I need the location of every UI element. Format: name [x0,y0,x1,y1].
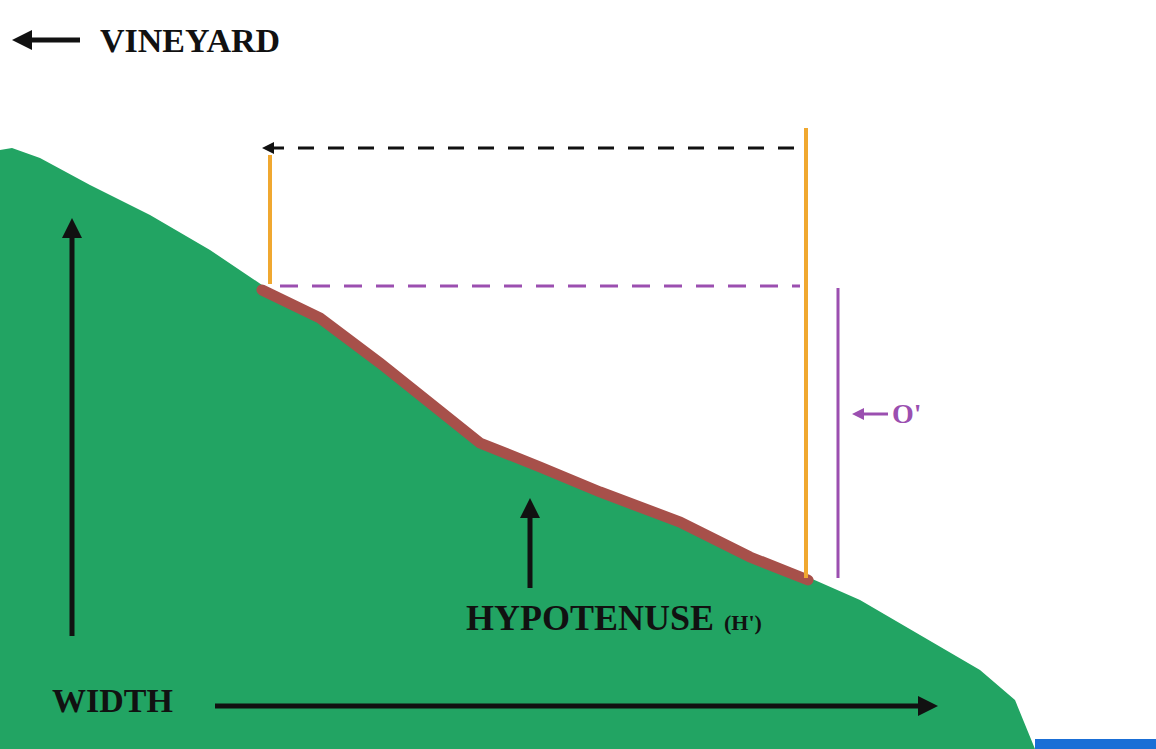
direction-arrow [22,38,80,43]
side-symbol: (H') [724,612,762,634]
dimension-label: WIDTH [52,684,173,718]
side-label: HYPOTENUSE [466,600,714,636]
opposite-bar [837,288,840,578]
pointer-arrow [528,508,533,588]
width-arrow [70,228,75,636]
region-label: VINEYARD [100,24,280,58]
pointer-arrow [858,413,888,416]
dashed-level [268,147,800,150]
water [1035,739,1156,749]
green-hill [0,148,1035,749]
orange-post [268,155,272,284]
orange-post [804,128,808,578]
hypotenuse-line [262,290,808,580]
width-arrow [215,704,928,709]
dashed-level [280,285,800,288]
side-symbol: O' [892,400,922,428]
